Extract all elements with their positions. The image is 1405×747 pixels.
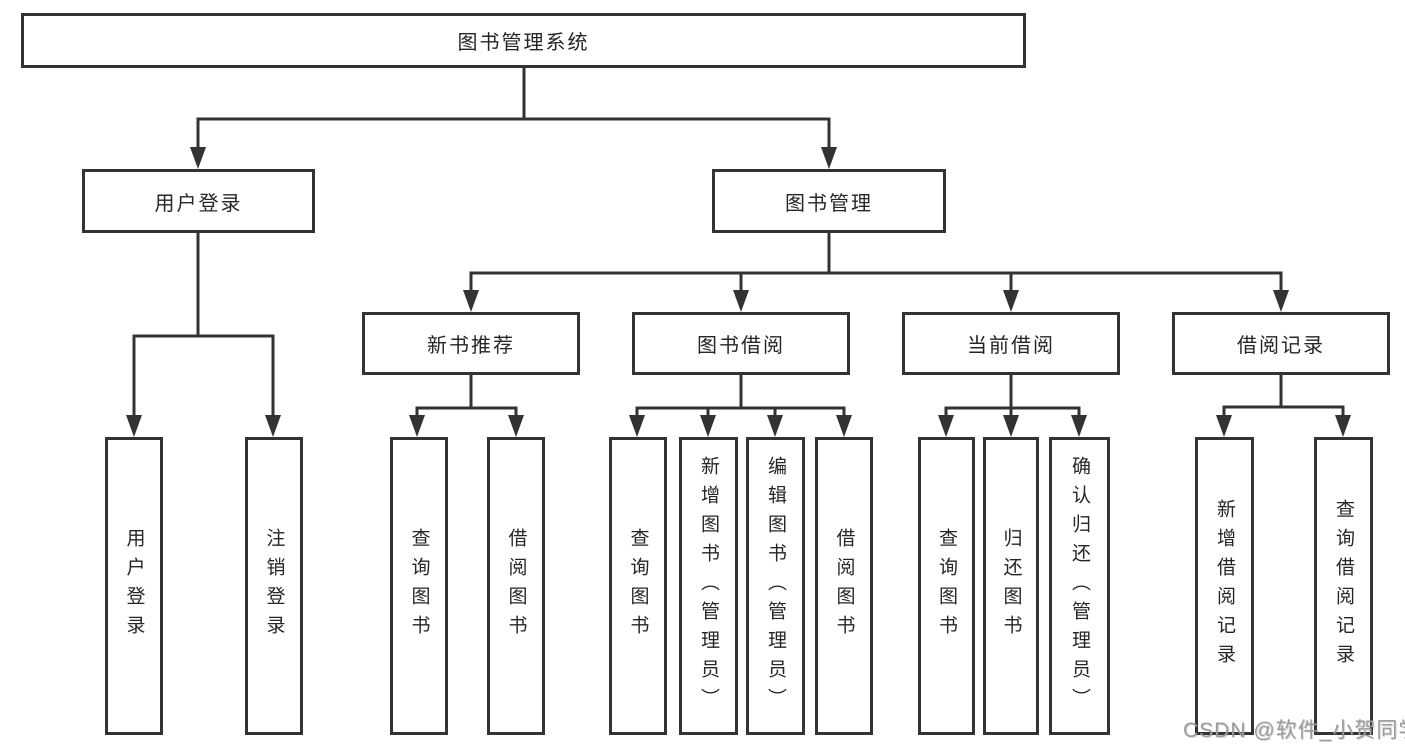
leaf-label: 编辑图书（管理员） xyxy=(765,455,786,717)
leaf-label: 用户登录 xyxy=(123,528,145,644)
leaf-label: 查询图书 xyxy=(408,528,430,644)
leaf-query-borrow-record: 查询借阅记录 xyxy=(1314,437,1373,735)
node-label: 新书推荐 xyxy=(427,335,515,357)
node-user-login: 用户登录 xyxy=(82,169,315,233)
node-current-borrowing: 当前借阅 xyxy=(902,312,1120,375)
leaf-query-books-recommend: 查询图书 xyxy=(390,437,448,735)
leaf-label: 查询图书 xyxy=(627,528,649,644)
node-label: 用户登录 xyxy=(154,192,243,215)
leaf-label: 借阅图书 xyxy=(505,528,527,644)
leaf-return-book: 归还图书 xyxy=(983,437,1039,735)
leaf-label: 查询图书 xyxy=(936,528,957,644)
leaf-label: 新增借阅记录 xyxy=(1214,499,1235,673)
node-borrowing-records: 借阅记录 xyxy=(1172,312,1390,375)
leaf-query-books-current: 查询图书 xyxy=(918,437,975,735)
node-library-management-system: 图书管理系统 xyxy=(21,13,1026,68)
leaf-borrow-books-recommend: 借阅图书 xyxy=(487,437,545,735)
connector-edges xyxy=(132,66,1345,420)
node-label: 图书管理系统 xyxy=(457,32,590,54)
leaf-label: 确认归还（管理员） xyxy=(1069,455,1090,717)
leaf-query-books-borrowing: 查询图书 xyxy=(609,437,667,735)
leaf-add-borrow-record: 新增借阅记录 xyxy=(1195,437,1254,735)
leaf-label: 查询借阅记录 xyxy=(1333,499,1354,673)
node-label: 借阅记录 xyxy=(1237,335,1325,357)
arrowheads xyxy=(126,147,1351,437)
leaf-confirm-return-admin: 确认归还（管理员） xyxy=(1049,437,1110,735)
node-label: 图书管理 xyxy=(785,192,873,215)
node-book-management: 图书管理 xyxy=(712,169,946,233)
leaf-label: 新增图书（管理员） xyxy=(698,455,719,717)
leaf-label: 借阅图书 xyxy=(833,528,855,644)
leaf-user-login: 用户登录 xyxy=(105,437,163,735)
leaf-label: 归还图书 xyxy=(1000,528,1022,644)
node-label: 当前借阅 xyxy=(967,335,1055,357)
csdn-watermark: CSDN @软件_小贺同学 xyxy=(1183,719,1405,742)
leaf-add-book-admin: 新增图书（管理员） xyxy=(679,437,738,735)
node-label: 图书借阅 xyxy=(697,335,785,357)
leaf-borrow-books-borrowing: 借阅图书 xyxy=(815,437,873,735)
leaf-logout: 注销登录 xyxy=(245,437,303,735)
leaf-label: 注销登录 xyxy=(263,528,285,644)
node-new-book-recommend: 新书推荐 xyxy=(362,312,580,375)
leaf-edit-book-admin: 编辑图书（管理员） xyxy=(746,437,805,735)
node-book-borrowing: 图书借阅 xyxy=(632,312,850,375)
